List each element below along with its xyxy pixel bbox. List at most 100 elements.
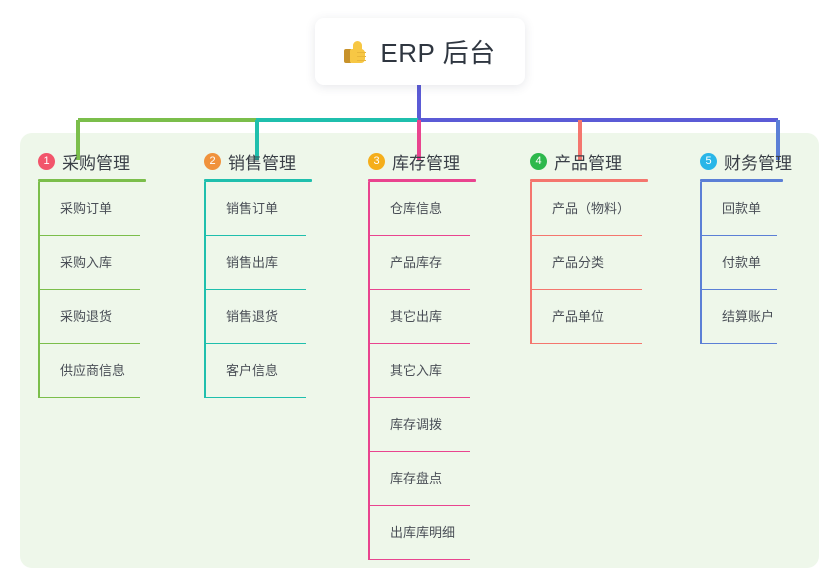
column-title: 销售管理 xyxy=(228,153,296,173)
column-title: 产品管理 xyxy=(554,153,622,173)
leaf-label: 供应商信息 xyxy=(60,363,126,378)
leaf-label: 库存调拨 xyxy=(390,417,443,432)
leaf-item[interactable]: 库存盘点 xyxy=(368,452,518,506)
leaf-rule xyxy=(368,396,470,398)
leaf-item[interactable]: 产品分类 xyxy=(530,236,690,290)
leaf-connector xyxy=(38,182,40,236)
leaf-connector xyxy=(530,182,532,236)
column-number-badge: 2 xyxy=(204,152,221,170)
leaf-item[interactable]: 结算账户 xyxy=(700,290,825,344)
leaf-label: 产品单位 xyxy=(552,309,605,324)
leaf-item[interactable]: 回款单 xyxy=(700,182,825,236)
leaf-connector xyxy=(368,452,370,506)
leaf-item[interactable]: 其它出库 xyxy=(368,290,518,344)
column-4: 4 产品管理产品（物料） 产品分类产品单位 xyxy=(530,150,690,344)
leaf-connector xyxy=(368,506,370,560)
column-header-rule xyxy=(700,179,783,182)
column-title: 库存管理 xyxy=(392,153,460,173)
content-panel xyxy=(20,133,819,568)
leaf-item[interactable]: 库存调拨 xyxy=(368,398,518,452)
leaf-rule xyxy=(38,234,140,236)
leaf-label: 出库库明细 xyxy=(390,525,456,540)
column-number-badge: 3 xyxy=(368,152,385,170)
leaf-connector xyxy=(38,236,40,290)
leaf-item[interactable]: 采购入库 xyxy=(38,236,188,290)
leaf-connector xyxy=(700,290,702,344)
leaf-item[interactable]: 付款单 xyxy=(700,236,825,290)
leaf-item[interactable]: 出库库明细 xyxy=(368,506,518,560)
leaf-rule xyxy=(700,342,777,344)
leaf-rule xyxy=(368,558,470,560)
column-number-badge: 4 xyxy=(530,152,547,170)
leaf-connector xyxy=(530,236,532,290)
column-number-badge: 5 xyxy=(700,152,717,170)
leaf-rule xyxy=(38,288,140,290)
leaf-label: 回款单 xyxy=(722,201,762,216)
leaf-item[interactable]: 其它入库 xyxy=(368,344,518,398)
leaf-item[interactable]: 产品库存 xyxy=(368,236,518,290)
leaf-rule xyxy=(368,450,470,452)
leaf-rule xyxy=(204,342,306,344)
leaf-item[interactable]: 客户信息 xyxy=(204,344,354,398)
root-node-card[interactable]: ERP 后台 xyxy=(315,18,525,85)
column-2: 2 销售管理销售订单销售出库销售退货客户信息 xyxy=(204,150,354,398)
leaf-item[interactable]: 采购退货 xyxy=(38,290,188,344)
leaf-rule xyxy=(368,288,470,290)
leaf-item[interactable]: 销售退货 xyxy=(204,290,354,344)
leaf-connector xyxy=(368,344,370,398)
leaf-item[interactable]: 产品（物料） xyxy=(530,182,690,236)
column-header-rule xyxy=(368,179,476,182)
column-header-rule xyxy=(204,179,312,182)
leaf-label: 结算账户 xyxy=(722,309,775,324)
column-header-rule xyxy=(530,179,648,182)
column-header[interactable]: 2 销售管理 xyxy=(204,150,354,173)
leaf-label: 销售退货 xyxy=(226,309,279,324)
column-header[interactable]: 3 库存管理 xyxy=(368,150,518,173)
leaf-rule xyxy=(368,342,470,344)
leaf-connector xyxy=(530,290,532,344)
column-header[interactable]: 4 产品管理 xyxy=(530,150,690,173)
leaf-rule xyxy=(204,288,306,290)
leaf-label: 客户信息 xyxy=(226,363,279,378)
leaf-item[interactable]: 销售出库 xyxy=(204,236,354,290)
leaf-label: 库存盘点 xyxy=(390,471,443,486)
column-3: 3 库存管理仓库信息产品库存其它出库其它入库库存调拨库存盘点出库库明细 xyxy=(368,150,518,560)
leaf-connector xyxy=(38,344,40,398)
leaf-item[interactable]: 仓库信息 xyxy=(368,182,518,236)
leaf-rule xyxy=(530,288,642,290)
leaf-connector xyxy=(368,398,370,452)
leaf-connector xyxy=(204,182,206,236)
leaf-connector xyxy=(700,182,702,236)
leaf-connector xyxy=(204,344,206,398)
leaf-item[interactable]: 采购订单 xyxy=(38,182,188,236)
leaf-rule xyxy=(368,504,470,506)
leaf-label: 采购订单 xyxy=(60,201,113,216)
leaf-connector xyxy=(368,182,370,236)
leaf-label: 其它出库 xyxy=(390,309,443,324)
leaf-rule xyxy=(38,342,140,344)
leaf-item[interactable]: 销售订单 xyxy=(204,182,354,236)
leaf-label: 付款单 xyxy=(722,255,762,270)
leaf-label: 采购入库 xyxy=(60,255,113,270)
leaf-rule xyxy=(38,396,140,398)
leaf-connector xyxy=(368,290,370,344)
leaf-connector xyxy=(204,290,206,344)
leaf-item[interactable]: 供应商信息 xyxy=(38,344,188,398)
leaf-connector xyxy=(38,290,40,344)
column-number-badge: 1 xyxy=(38,152,55,170)
leaf-rule xyxy=(530,342,642,344)
leaf-label: 采购退货 xyxy=(60,309,113,324)
leaf-connector xyxy=(204,236,206,290)
leaf-rule xyxy=(368,234,470,236)
leaf-label: 产品（物料） xyxy=(552,201,631,216)
leaf-label: 产品库存 xyxy=(390,255,443,270)
leaf-rule xyxy=(204,234,306,236)
leaf-item[interactable]: 产品单位 xyxy=(530,290,690,344)
column-header-rule xyxy=(38,179,146,182)
leaf-rule xyxy=(530,234,642,236)
